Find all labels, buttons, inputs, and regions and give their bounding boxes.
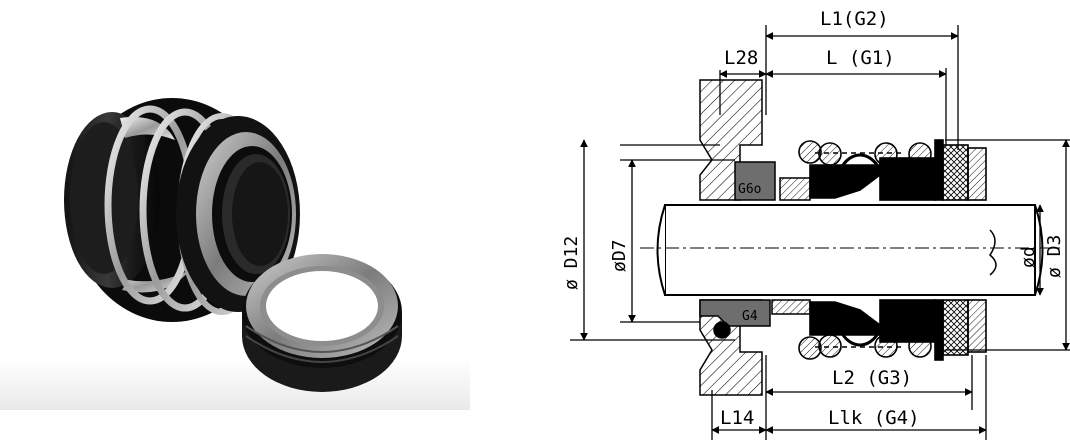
seal-seat-ring (242, 254, 402, 392)
rotating-bellows-upper (798, 139, 987, 201)
stationary-seat-g60 (734, 161, 811, 201)
label-l28: L28 (724, 47, 758, 69)
label-d7: øD7 (609, 239, 630, 272)
label-d: ød (1018, 246, 1039, 268)
seal-head (64, 98, 300, 322)
label-g4: G4 (742, 309, 758, 324)
label-g6o: G6o (738, 182, 761, 197)
shaft (640, 204, 1060, 296)
label-d12: ø D12 (561, 236, 582, 290)
label-l2-g3: L2 (G3) (832, 367, 912, 389)
stationary-seat-g4 (699, 299, 811, 339)
label-l14: L14 (720, 407, 754, 429)
rotating-bellows-lower (798, 299, 987, 361)
pump-housing (699, 79, 763, 396)
label-l1-g2: L1(G2) (820, 8, 889, 30)
label-l-g1: L (G1) (826, 47, 895, 69)
seal-cross-section-drawing: L1(G2) L28 L (G1) L2 (G3) L14 Llk (G4) G… (561, 8, 1070, 440)
label-llk-g4: Llk (G4) (828, 407, 920, 429)
mechanical-seal-photo (0, 98, 470, 410)
photo-floor (0, 360, 470, 410)
label-d3: ø D3 (1044, 235, 1065, 278)
